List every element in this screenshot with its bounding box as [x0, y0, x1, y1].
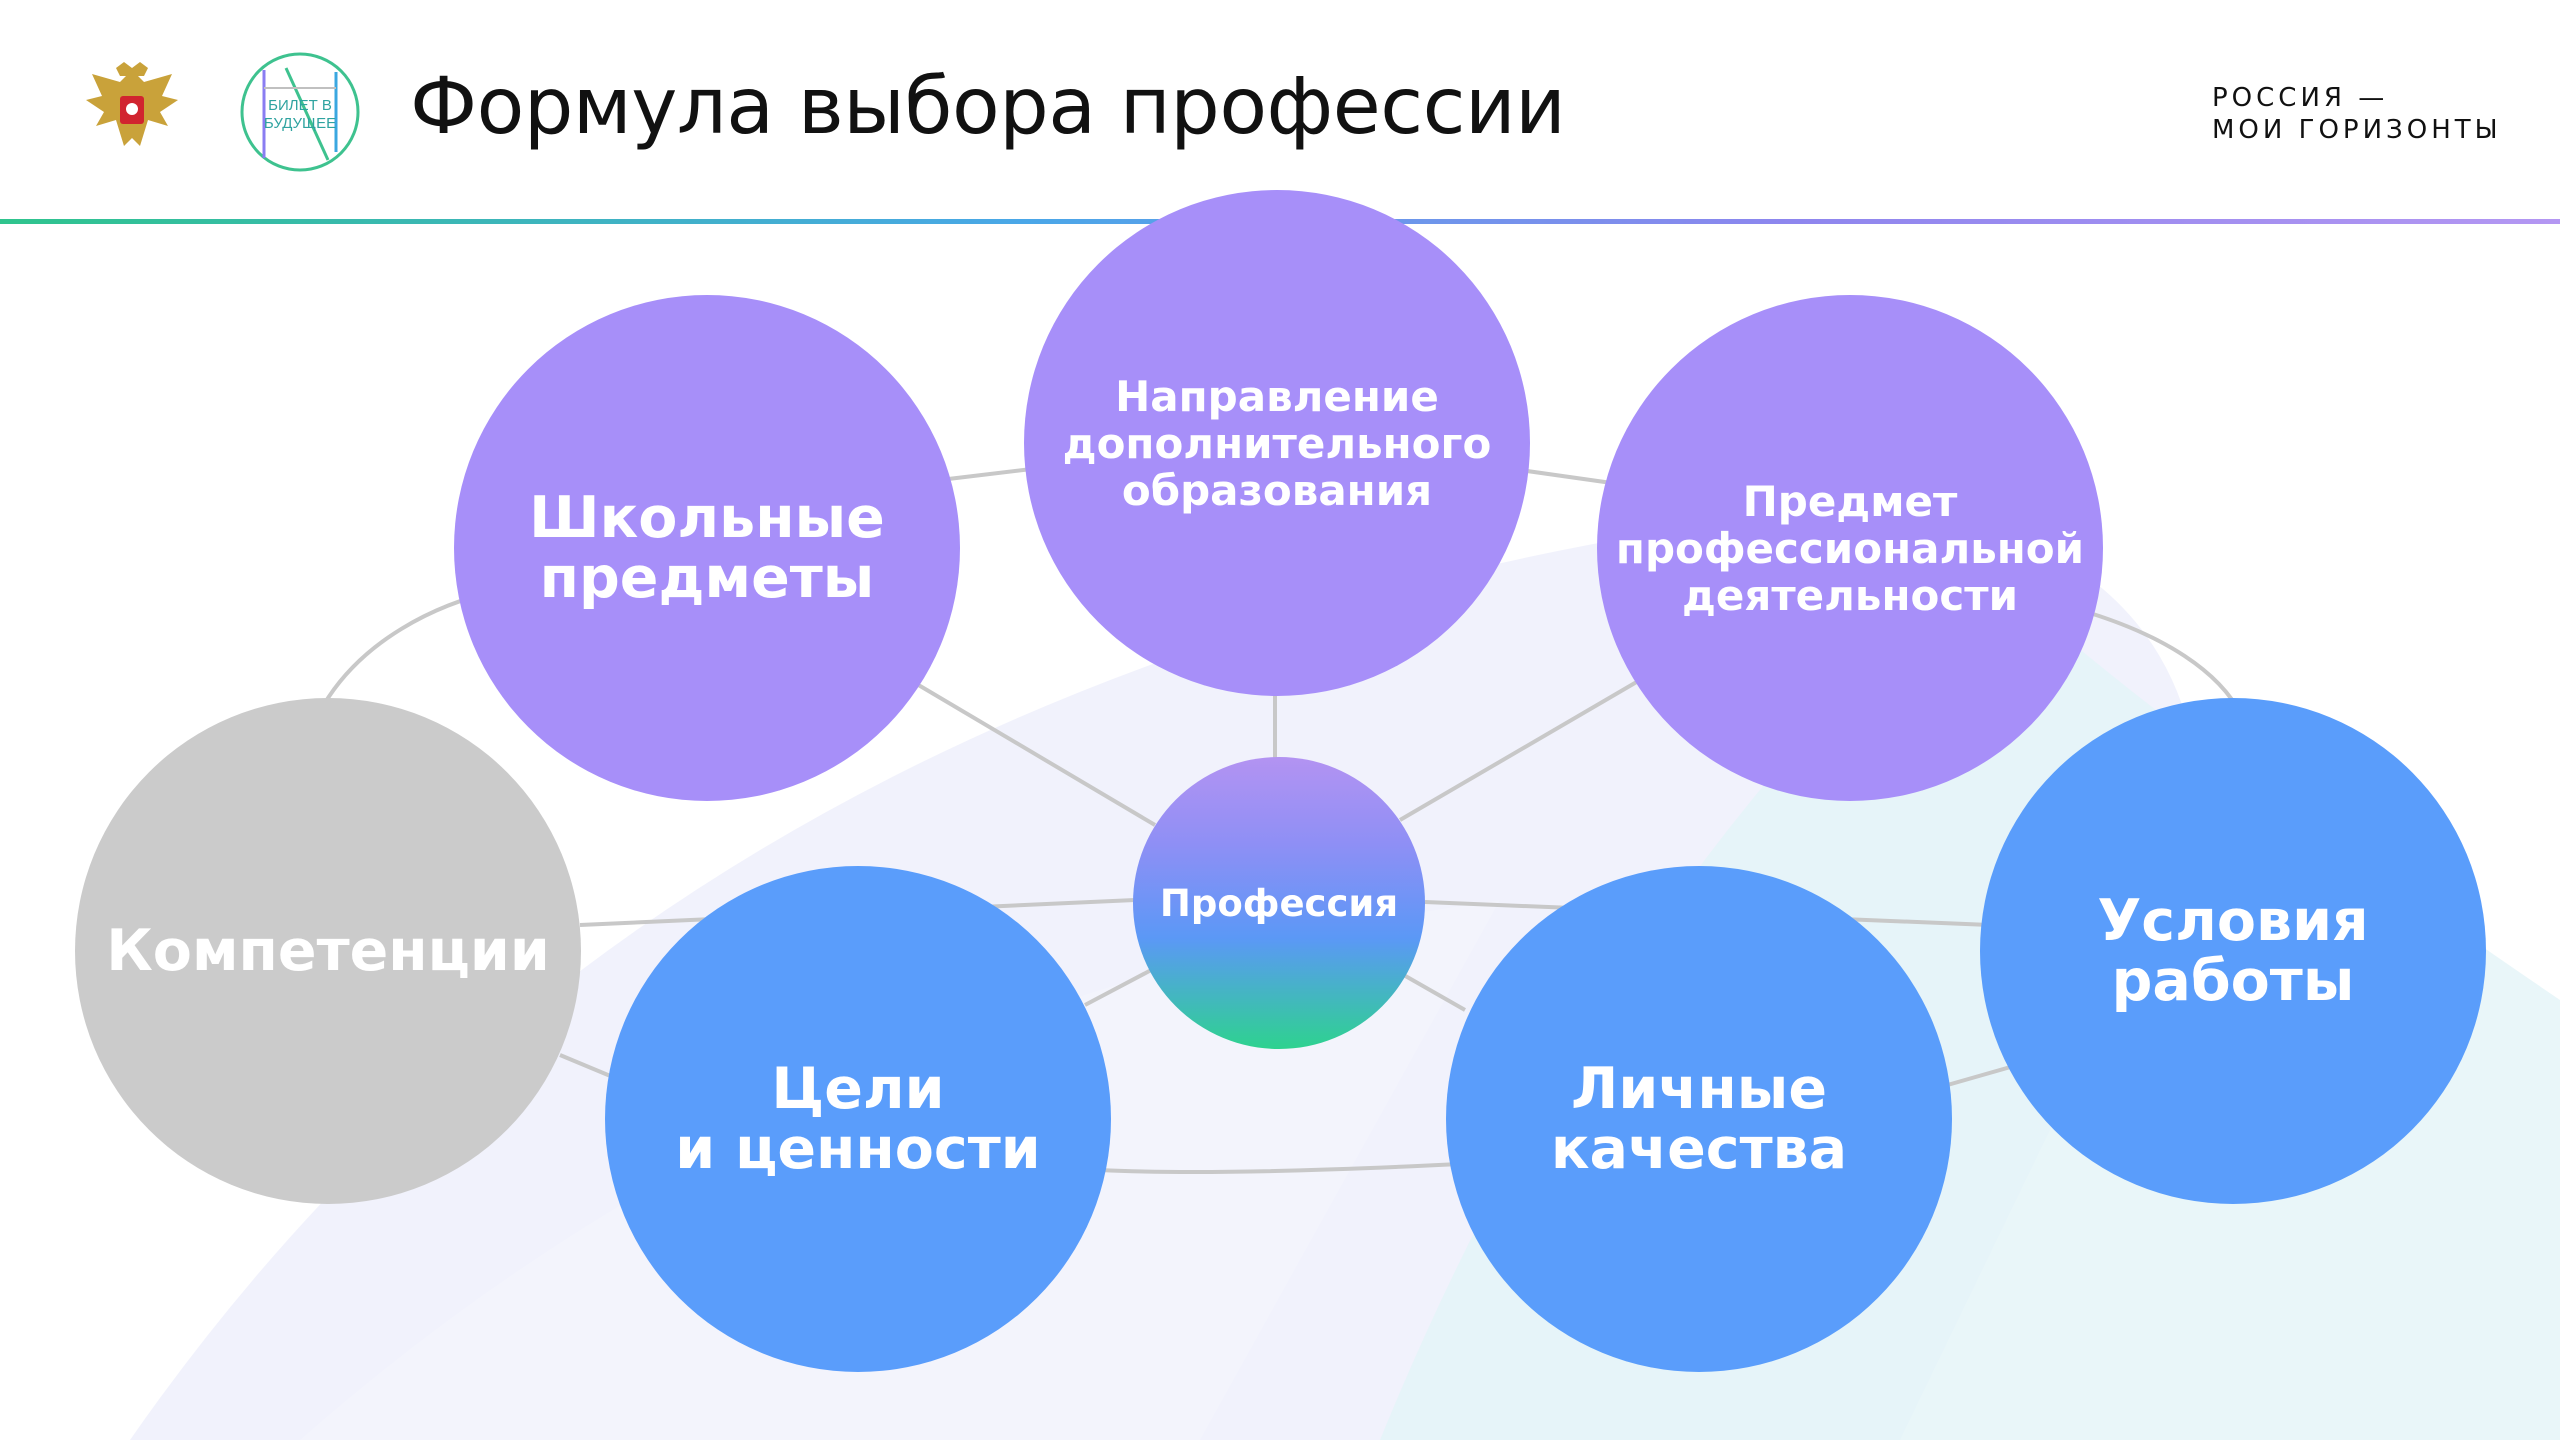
- logo-text-line1: БИЛЕТ В: [268, 97, 332, 114]
- spoke-school: [908, 678, 1157, 827]
- spoke-goals-values: [1084, 966, 1156, 1007]
- brand-line-1: РОССИЯ —: [2212, 83, 2389, 113]
- page-title: Формула выбора профессии: [410, 62, 1566, 152]
- node-profession-center: Профессия: [1133, 757, 1425, 1049]
- ticket-to-future-logo-icon: БИЛЕТ В БУДУЩЕЕ: [240, 52, 360, 172]
- node-competencies: Компетенции: [75, 698, 581, 1204]
- spoke-personal-qualities: [1394, 968, 1466, 1012]
- logo-text-line2: БУДУЩЕЕ: [264, 115, 336, 132]
- ministry-emblem-icon: [86, 62, 178, 146]
- brand-label: РОССИЯ — МОИ ГОРИЗОНТЫ: [2212, 82, 2502, 146]
- center-label: Профессия: [1159, 881, 1399, 925]
- spoke-professional-subject: [1398, 678, 1642, 822]
- brand-line-2: МОИ ГОРИЗОНТЫ: [2212, 115, 2502, 145]
